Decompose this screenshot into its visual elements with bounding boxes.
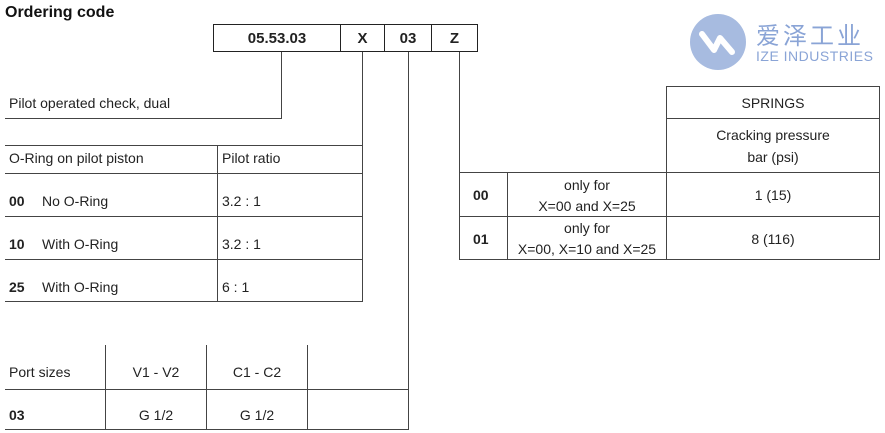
connector-z <box>459 52 460 172</box>
spring-row-condition: only for <box>564 177 610 193</box>
spring-row-condition-detail: X=00 and X=25 <box>538 198 636 214</box>
oring-row-code: 10 <box>9 236 25 252</box>
springs-title: SPRINGS <box>741 95 805 111</box>
oring-row-ratio: 3.2 : 1 <box>222 193 261 209</box>
connector-base <box>281 52 282 119</box>
description-underline <box>5 118 282 119</box>
oring-header: O-Ring on pilot piston <box>9 150 144 166</box>
cracking-pressure-unit: bar (psi) <box>747 149 799 165</box>
port-row-c: G 1/2 <box>239 407 275 423</box>
spring-row-value: 1 (15) <box>754 187 792 203</box>
c1-c2-header: C1 - C2 <box>232 364 282 380</box>
spring-row-code: 01 <box>473 231 489 247</box>
logo-chinese-text: 爱泽工业 <box>756 22 864 50</box>
oring-row-ratio: 6 : 1 <box>222 279 250 295</box>
port-sizes-header: Port sizes <box>9 364 71 380</box>
port-row-code: 03 <box>9 407 25 423</box>
code-segment-x: X <box>340 24 385 52</box>
description-text: Pilot operated check, dual <box>9 95 171 111</box>
watermark-logo: 爱泽工业 IZE INDUSTRIES <box>688 12 878 72</box>
section-title: Ordering code <box>5 4 115 21</box>
port-row-v: G 1/2 <box>138 407 174 423</box>
connector-03 <box>408 52 409 430</box>
cracking-pressure-header: Cracking pressure <box>716 127 830 143</box>
spring-row-code: 00 <box>473 187 489 203</box>
ize-logo-icon <box>690 14 746 70</box>
code-segment-03: 03 <box>384 24 432 52</box>
code-segment-z: Z <box>431 24 478 52</box>
connector-x <box>362 52 363 301</box>
spring-row-condition-detail: X=00, X=10 and X=25 <box>517 241 657 257</box>
spring-row-condition: only for <box>564 220 610 236</box>
oring-row-label: No O-Ring <box>42 193 109 209</box>
spring-row-value: 8 (116) <box>751 231 795 247</box>
oring-row-label: With O-Ring <box>42 236 119 252</box>
oring-row-code: 25 <box>9 279 25 295</box>
oring-row-code: 00 <box>9 193 25 209</box>
logo-english-text: IZE INDUSTRIES <box>756 48 874 64</box>
oring-row-label: With O-Ring <box>42 279 119 295</box>
oring-row-ratio: 3.2 : 1 <box>222 236 261 252</box>
code-segment-base: 05.53.03 <box>213 24 341 52</box>
v1-v2-header: V1 - V2 <box>132 364 180 380</box>
pilot-ratio-header: Pilot ratio <box>222 150 281 166</box>
